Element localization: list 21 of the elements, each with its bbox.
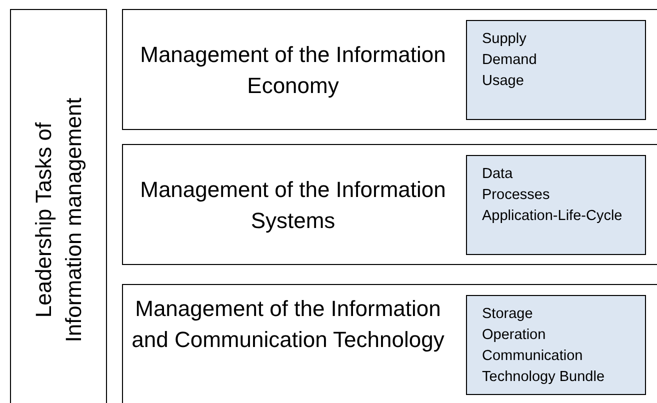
- side-panel: [10, 9, 107, 403]
- category-band: [122, 9, 657, 130]
- detail-box: [466, 20, 646, 120]
- category-band: [122, 144, 657, 265]
- detail-box: [466, 295, 646, 395]
- detail-box: [466, 155, 646, 255]
- vertical-heading: Leadership Tasks of Information management: [30, 96, 86, 344]
- list-item: Processes: [482, 186, 551, 205]
- band-title: Management of the Information and Communication Technology: [130, 295, 446, 354]
- band-title: Management of the Information Systems: [139, 176, 447, 235]
- list-item: Technology Bundle: [482, 368, 606, 387]
- list-item: Data: [482, 165, 514, 184]
- list-item: Application-Life-Cycle: [482, 207, 624, 226]
- list-item: Demand: [482, 51, 538, 70]
- list-item: Communication: [482, 347, 584, 366]
- list-item: Storage: [482, 305, 534, 324]
- band-title: Management of the Information Economy: [139, 40, 447, 100]
- category-band: [122, 284, 657, 403]
- list-item: Operation: [482, 326, 547, 345]
- list-item: Usage: [482, 72, 525, 91]
- list-item: Supply: [482, 30, 528, 49]
